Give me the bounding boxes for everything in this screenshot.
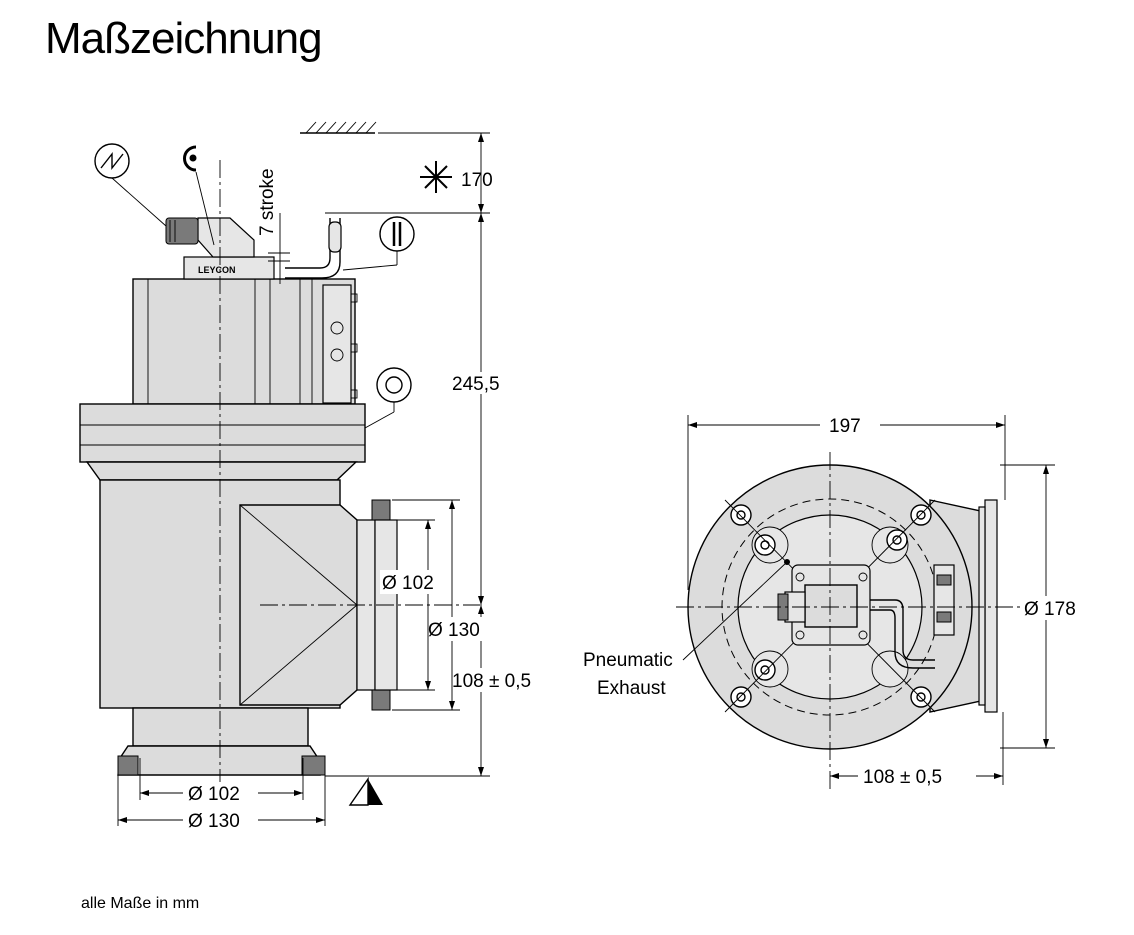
position-indicator-icon bbox=[183, 145, 215, 246]
dim-bottom-inner: Ø 102 bbox=[188, 784, 240, 805]
cold-clearance-icon bbox=[420, 161, 452, 193]
dim-178: Ø 178 bbox=[1024, 599, 1076, 620]
dim-outlet-outer: Ø 130 bbox=[428, 620, 480, 641]
seal-ring-icon bbox=[364, 367, 412, 429]
mounting-side-icon bbox=[348, 776, 383, 806]
solenoid-block bbox=[322, 284, 352, 404]
dim-245-5: 245,5 bbox=[452, 374, 500, 395]
dim-197: 197 bbox=[829, 416, 861, 437]
electrical-connection-icon bbox=[94, 143, 167, 227]
side-view: LEYCON bbox=[79, 121, 560, 832]
dim-170: 170 bbox=[461, 170, 493, 191]
dim-outlet-inner: Ø 102 bbox=[382, 573, 434, 594]
units-footnote: alle Maße in mm bbox=[81, 895, 200, 912]
actuator-housing bbox=[132, 278, 356, 405]
ceiling-hatch bbox=[300, 121, 490, 134]
pneumatic-connection-icon bbox=[342, 216, 415, 271]
dim-bottom-outer: Ø 130 bbox=[188, 811, 240, 832]
bonnet-flange bbox=[79, 403, 366, 463]
page-title: Maßzeichnung bbox=[45, 14, 323, 63]
dim-108-top: 108 ± 0,5 bbox=[863, 767, 942, 788]
dim-stroke: 7 stroke bbox=[257, 168, 278, 236]
exhaust-label-line1: Pneumatic bbox=[583, 650, 673, 671]
top-view: 197 Ø 178 108 ± 0,5 Pneumatic Exhaust bbox=[583, 412, 1090, 790]
bolt-holes bbox=[730, 504, 932, 708]
exhaust-label-line2: Exhaust bbox=[597, 678, 666, 699]
connector-label: LEYCON bbox=[198, 265, 236, 275]
dim-108-side: 108 ± 0,5 bbox=[452, 671, 531, 692]
